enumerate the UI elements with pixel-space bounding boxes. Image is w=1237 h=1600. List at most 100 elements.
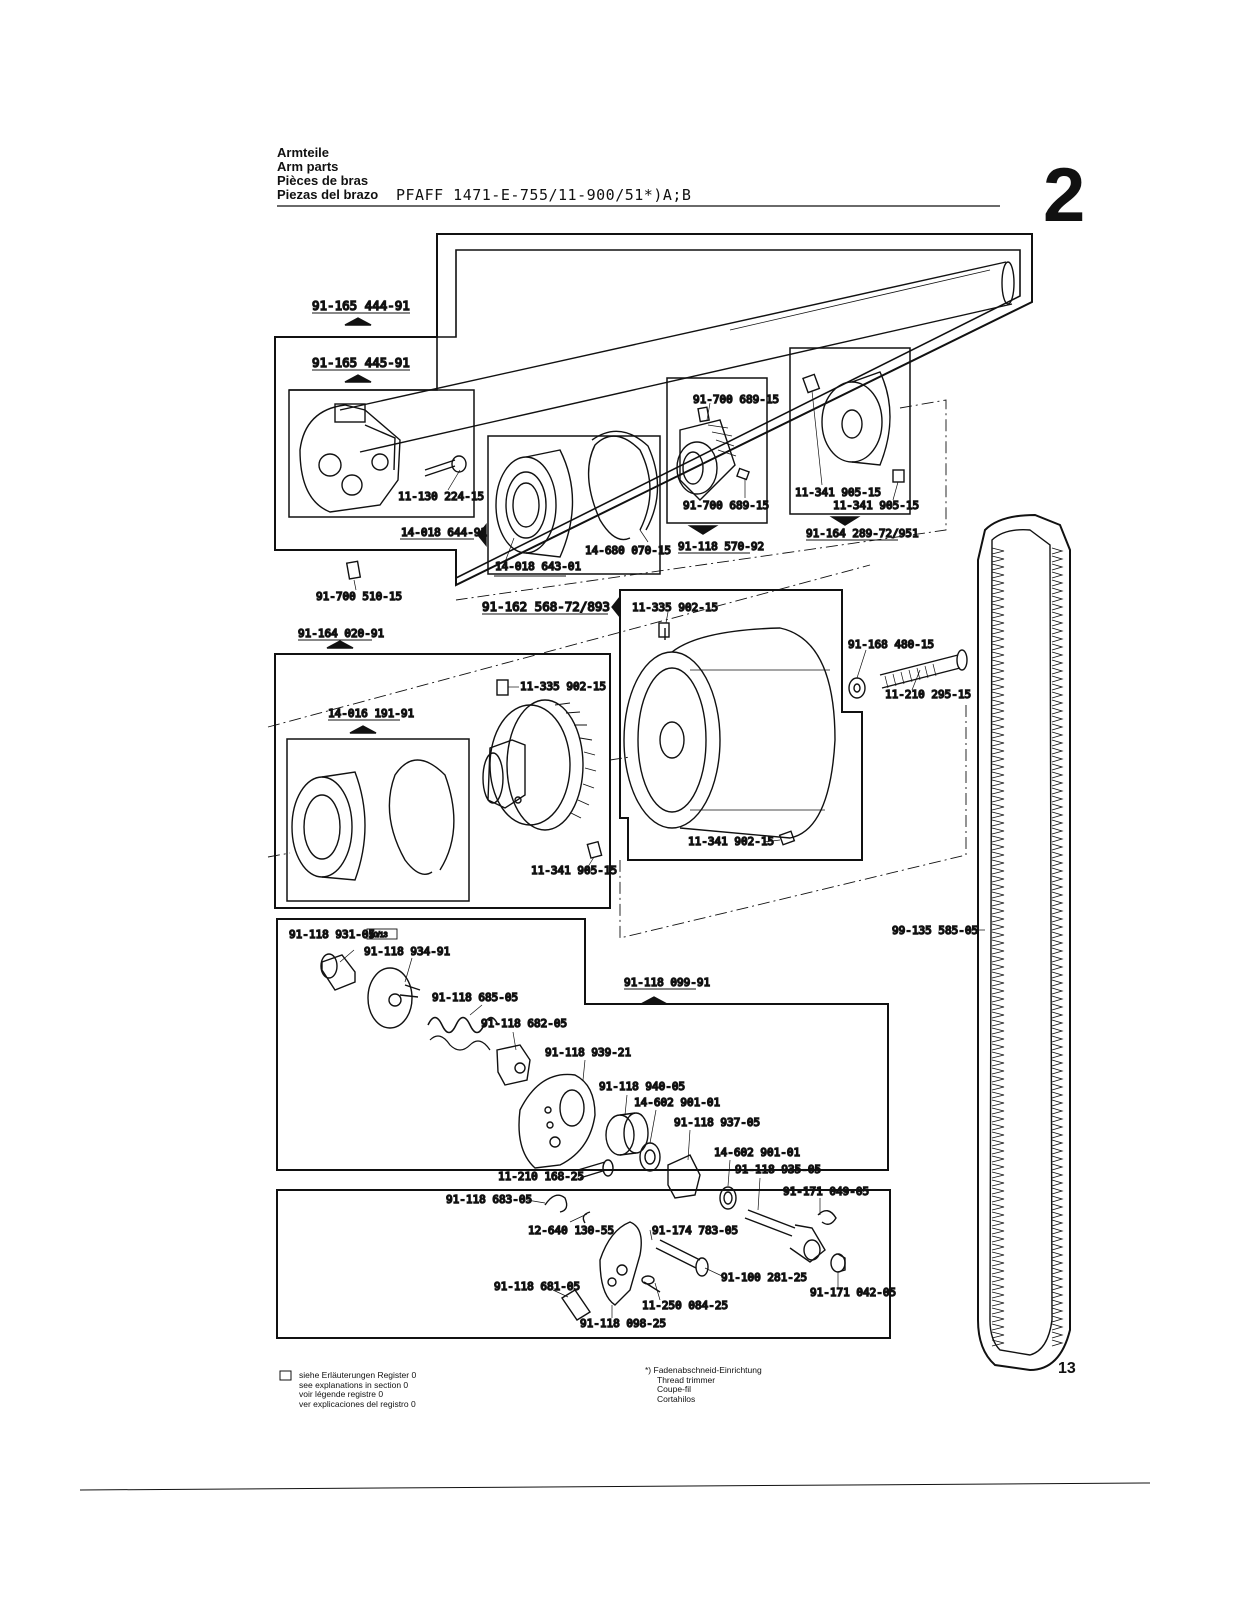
note-line-en: Thread trimmer [657, 1374, 716, 1385]
title-german: Armteile [277, 145, 330, 160]
bearing-191-subframe [286, 738, 470, 902]
label-14018643: 14-018 643-01 [495, 560, 581, 573]
label-asm-91165444: 91-165 444-91 [312, 298, 410, 313]
thread-trimmer-note: *) Fadenabschneid-Einrichtung Thread tri… [645, 1365, 762, 1404]
label-91171049: 91-171 049-05 [783, 1185, 869, 1198]
hook-subframe [288, 389, 475, 518]
bottom-rule [79, 1482, 1151, 1491]
label-asm-14018644: 14-018 644-91 [401, 526, 487, 539]
alignment-dashline-a [455, 399, 947, 601]
alignment-dashline-b [267, 564, 967, 939]
label-91118937: 91-118 937-05 [674, 1116, 760, 1129]
marker-91164020 [326, 640, 354, 649]
label-91118681: 91-118 681-05 [494, 1280, 580, 1293]
label-91118940: 91-118 940-05 [599, 1080, 685, 1093]
set-screw-510 [345, 560, 362, 580]
bushing-289 [802, 371, 905, 483]
section-title: Armteile Arm parts Pièces de bras Piezas… [277, 146, 378, 202]
label-11341905-b: 11-341 905-15 [833, 499, 919, 512]
note-line-de: Fadenabschneid-Einrichtung [653, 1365, 762, 1375]
legend-box-symbol [279, 1370, 292, 1381]
label-91118935: 91-118 935-05 [735, 1163, 821, 1176]
note-mark: *) [645, 1365, 652, 1375]
note-line-fr: Coupe-fil [657, 1384, 692, 1394]
arm-shaft [339, 261, 1015, 453]
leader-lines [339, 390, 985, 1318]
legend-line-es: ver explicaciones del registro 0 [299, 1398, 416, 1409]
bearing-subframe [487, 435, 661, 575]
marker-91118570 [687, 525, 719, 535]
label-91171042: 91-171 042-05 [810, 1286, 896, 1299]
label-12640130: 12-640 130-55 [528, 1224, 614, 1237]
marker-91164289 [829, 516, 861, 526]
label-11341905-c: 11-341 905-15 [531, 864, 617, 877]
legend-line-en: see explanations in section 0 [299, 1379, 409, 1390]
label-91700510: 91-700 510-15 [316, 590, 402, 603]
timing-gear [482, 679, 603, 859]
trimmer-frame-lower [276, 1189, 891, 1339]
hook-screw [424, 455, 467, 477]
bearing-643-01 [495, 449, 574, 558]
label-99135585: 99-135 585-05 [892, 924, 978, 937]
marker-91165444 [344, 317, 372, 326]
label-asm-91118570: 91-118 570-92 [678, 540, 764, 553]
page-number: 13 [1058, 1360, 1076, 1377]
label-91118683: 91-118 683-05 [446, 1193, 532, 1206]
label-11130224: 11-130 224-15 [398, 490, 484, 503]
label-asm-91118099: 91-118 099-91 [624, 976, 710, 989]
title-spanish: Piezas del brazo [277, 187, 379, 202]
label-14602901-a: 14-602 901-01 [634, 1096, 720, 1109]
label-asm-14016191: 14-016 191-91 [328, 707, 414, 720]
label-14602901-b: 14-602 901-01 [714, 1146, 800, 1159]
gear-frame [274, 653, 611, 909]
label-91118939: 91-118 939-21 [545, 1046, 631, 1059]
belt-pulley [623, 622, 836, 846]
snap-ring-070-15 [587, 430, 659, 541]
hook-body [299, 403, 467, 513]
label-asm-91164289: 91-164 289-72/951 [806, 527, 919, 540]
label-91118934: 91-118 934-91 [364, 945, 450, 958]
legend-line-de: siehe Erläuterungen Register 0 [299, 1370, 417, 1380]
arm-shaft-frame-inner [289, 249, 1021, 579]
label-91118931: 91-118 931-05 [289, 928, 375, 941]
label-91168480: 91-168 480-15 [848, 638, 934, 651]
assembly-underlines [298, 312, 898, 990]
marker-14018644 [477, 523, 487, 547]
label-91700689-upper: 91-700 689-15 [693, 393, 779, 406]
legend-note: siehe Erläuterungen Register 0 see expla… [299, 1370, 417, 1409]
label-91174783: 91-174 783-05 [652, 1224, 738, 1237]
label-11335902-a: 11-335 902-15 [632, 601, 718, 614]
note-line-es: Cortahilos [657, 1393, 696, 1404]
section-number: 2 [1043, 153, 1086, 238]
register-tag-box [366, 928, 398, 940]
label-11335902-b: 11-335 902-15 [520, 680, 606, 693]
label-11250084: 11-250 084-25 [642, 1299, 728, 1312]
marker-91118099 [640, 996, 668, 1005]
title-french: Pièces de bras [277, 173, 369, 188]
arm-shaft-frame-outer [274, 233, 1033, 587]
trimmer-frame-upper [276, 918, 889, 1171]
bevel-gear [676, 406, 750, 501]
model-designation: PFAFF 1471-E-755/11-900/51*)A;B [396, 186, 692, 204]
marker-91165445 [344, 374, 372, 383]
pulley-frame [619, 589, 863, 861]
label-91100281: 91-100 281-25 [721, 1271, 807, 1284]
label-asm-91162568: 91-162 568-72/893 [482, 599, 610, 614]
toothed-belt [977, 513, 1071, 1372]
bushing-subframe [789, 347, 911, 515]
screw-295 [879, 649, 968, 689]
label-11341902: 11-341 902-15 [688, 835, 774, 848]
legend-line-fr: voir légende registre 0 [299, 1389, 384, 1399]
title-english: Arm parts [277, 159, 339, 174]
washer-480 [848, 677, 866, 699]
label-91118098: 91-118 098-25 [580, 1317, 666, 1330]
label-11341905-a: 11-341 905-15 [795, 486, 881, 499]
label-register-tag: 40/13 [370, 932, 388, 939]
bearing-191 [291, 771, 366, 881]
label-91118682: 91-118 682-05 [481, 1017, 567, 1030]
trimmer-parts [320, 953, 846, 1321]
label-11210168: 11-210 168-25 [498, 1170, 584, 1183]
bevel-gear-subframe [666, 377, 768, 524]
snap-ring-191 [388, 759, 455, 875]
